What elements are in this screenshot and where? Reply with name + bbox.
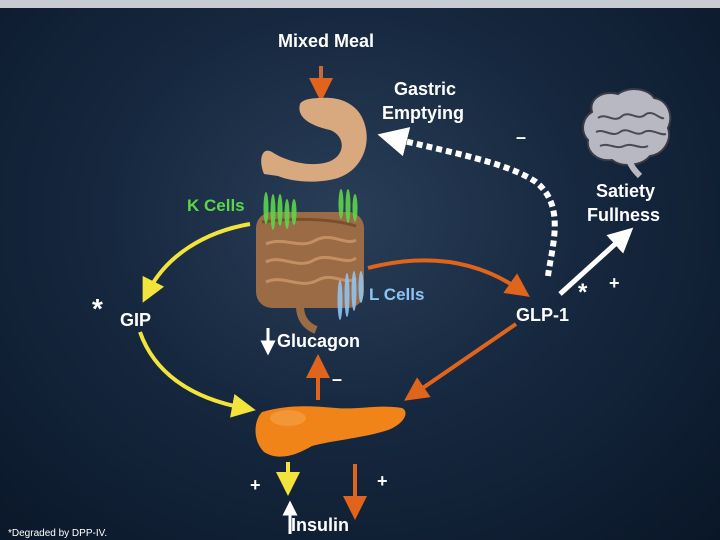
gastric-label-line1: Gastric <box>394 79 457 99</box>
plus-sign-insulin-left: + <box>250 475 261 495</box>
k-cells-label: K Cells <box>187 196 245 215</box>
minus-sign-glucagon: – <box>332 369 343 389</box>
l-cells-shape <box>337 271 364 320</box>
intestine-shape <box>256 212 364 334</box>
stomach-shape <box>261 97 367 182</box>
mixed-meal-label: Mixed Meal <box>278 31 375 51</box>
k-cells-shape <box>263 189 358 230</box>
pancreas-highlight <box>270 410 306 426</box>
plus-sign-insulin-right: + <box>377 471 388 491</box>
kcells-to-gip-arrow <box>142 222 251 303</box>
footnote: *Degraded by DPP-IV. <box>8 528 108 539</box>
satiety-label-line1: Satiety <box>596 181 656 201</box>
glucagon-label: Glucagon <box>277 331 361 351</box>
top-band <box>0 0 720 8</box>
glp1-to-pancreas-arrow <box>404 322 518 401</box>
asterisk-glp1: * <box>578 279 588 306</box>
minus-sign-gastric: – <box>516 127 527 147</box>
glp1-to-satiety-arrow <box>558 227 634 296</box>
asterisk-gip: * <box>92 293 103 324</box>
glp1-to-gastric-dotted-arrow <box>377 127 558 277</box>
brain-icon <box>582 88 672 179</box>
gastric-label-line2: Emptying <box>382 103 465 123</box>
glp1-label: GLP-1 <box>516 305 570 325</box>
satiety-label-line2: Fullness <box>587 205 661 225</box>
gip-label: GIP <box>120 310 152 330</box>
l-cells-label: L Cells <box>369 285 425 304</box>
insulin-label: Insulin <box>291 515 349 535</box>
gip-to-pancreas-arrow <box>138 331 256 418</box>
plus-sign-satiety: + <box>609 273 620 293</box>
lcells-to-glp1-arrow <box>367 258 530 297</box>
